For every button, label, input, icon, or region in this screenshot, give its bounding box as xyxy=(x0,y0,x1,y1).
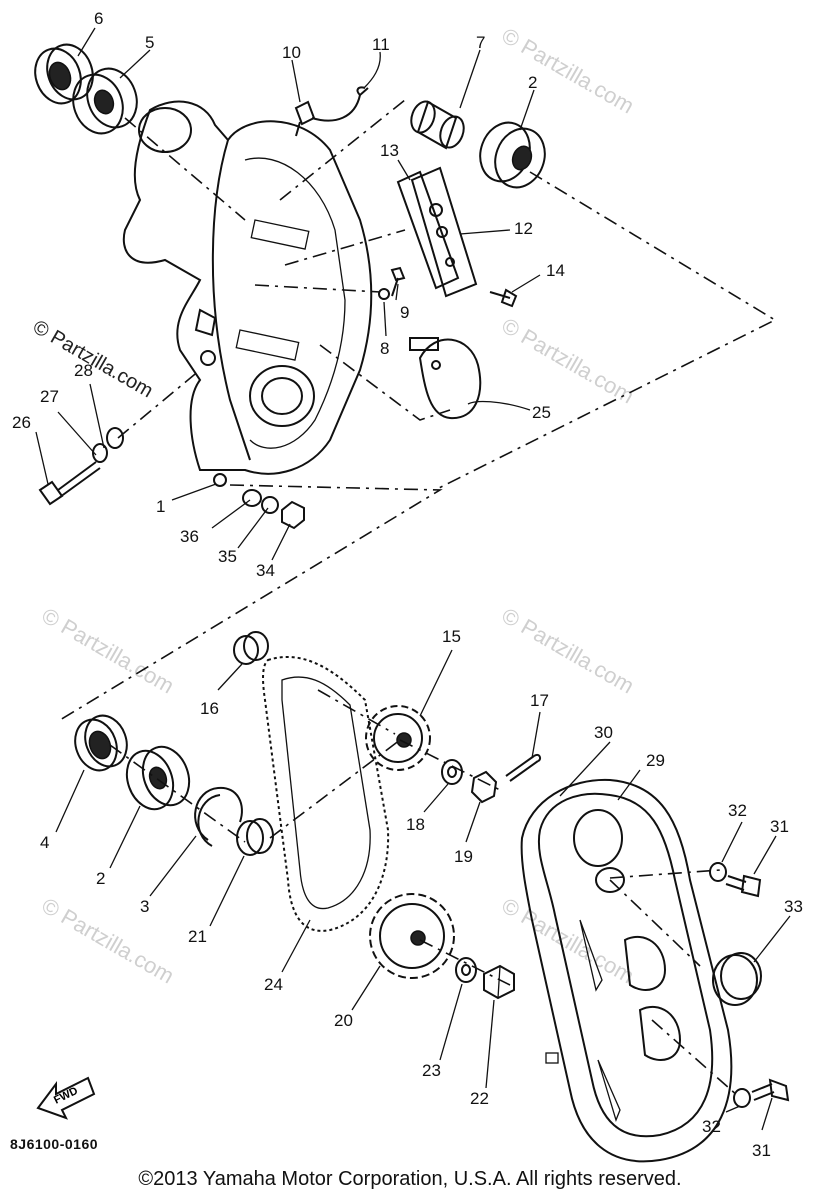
part-number: 15 xyxy=(442,627,461,646)
part-number: 20 xyxy=(334,1011,353,1030)
part-number: 29 xyxy=(646,751,665,770)
part-number: 16 xyxy=(200,699,219,718)
part-number: 17 xyxy=(530,691,549,710)
spacer-16-drawing xyxy=(233,631,269,665)
drive-chain-drawing xyxy=(262,655,390,932)
part-number: 30 xyxy=(594,723,613,742)
part-number: 11 xyxy=(372,35,390,54)
part-number: 7 xyxy=(476,33,485,52)
part-number-labels: 6 5 10 11 7 2 13 12 14 9 8 25 28 27 26 1… xyxy=(12,9,803,1160)
nut-and-washers-drawing xyxy=(242,489,305,530)
bolt-31-upper-drawing xyxy=(709,862,762,898)
part-number: 35 xyxy=(218,547,237,566)
part-number: 23 xyxy=(422,1061,441,1080)
washer-18-drawing xyxy=(441,759,463,785)
part-number: 28 xyxy=(74,361,93,380)
part-number: 3 xyxy=(140,897,149,916)
driven-sprocket-drawing xyxy=(369,893,455,979)
cap-33-drawing xyxy=(712,952,762,1006)
diagram-code: 8J6100-0160 xyxy=(10,1136,99,1152)
guide-25-drawing xyxy=(409,337,482,420)
screw-14-drawing xyxy=(489,288,518,308)
bearing-5-drawing xyxy=(72,67,138,135)
bearing-6-drawing xyxy=(34,43,94,105)
part-number: 34 xyxy=(256,561,275,580)
part-number: 24 xyxy=(264,975,283,994)
nut-22-drawing xyxy=(483,964,515,1000)
part-number: 13 xyxy=(380,141,399,160)
part-number: 19 xyxy=(454,847,473,866)
watermark-text: © Partzilla.com xyxy=(498,313,639,409)
assembly-lines-lower xyxy=(109,689,739,1097)
part-number: 14 xyxy=(546,261,565,280)
part-number: 31 xyxy=(752,1141,771,1160)
assembly-lines-upper xyxy=(59,99,777,721)
part-number: 2 xyxy=(96,869,105,888)
part-number: 10 xyxy=(282,43,301,62)
bolt-9-drawing xyxy=(378,266,406,300)
sensor-and-wire-drawing xyxy=(294,86,369,137)
drive-sprocket-drawing xyxy=(365,705,431,771)
bearing-4-drawing xyxy=(74,714,128,772)
cotter-pin-17-drawing xyxy=(505,753,542,782)
part-number: 5 xyxy=(145,33,154,52)
part-number: 32 xyxy=(728,801,747,820)
part-number: 2 xyxy=(528,73,537,92)
nut-19-drawing xyxy=(470,770,498,804)
part-number: 9 xyxy=(400,303,409,322)
part-number: 21 xyxy=(188,927,207,946)
part-number: 36 xyxy=(180,527,199,546)
chain-case-housing-drawing xyxy=(122,100,373,487)
part-number: 8 xyxy=(380,339,389,358)
spacer-7-drawing xyxy=(410,100,465,150)
part-number: 27 xyxy=(40,387,59,406)
forward-arrow-icon: FWD xyxy=(36,1076,96,1120)
watermark-text: © Partzilla.com xyxy=(38,603,179,699)
circlip-3-drawing xyxy=(194,786,243,847)
part-number: 12 xyxy=(514,219,533,238)
spacer-21-drawing xyxy=(236,818,274,856)
part-number: 4 xyxy=(40,833,49,852)
plate-and-gasket-drawing xyxy=(396,166,478,298)
part-number: 1 xyxy=(156,497,165,516)
bolt-26-drawing xyxy=(38,427,124,506)
copyright-notice: ©2013 Yamaha Motor Corporation, U.S.A. A… xyxy=(138,1168,682,1190)
bearing-2-lower-drawing xyxy=(125,745,191,811)
washer-23-drawing xyxy=(455,957,477,983)
part-number: 33 xyxy=(784,897,803,916)
leader-lines xyxy=(35,27,791,1131)
chain-case-cover-drawing xyxy=(520,778,733,1163)
watermark-text: © Partzilla.com xyxy=(498,603,639,699)
part-number: 26 xyxy=(12,413,31,432)
bearing-2-upper-drawing xyxy=(479,121,546,189)
bolt-31-lower-drawing xyxy=(733,1078,790,1108)
watermark-text: © Partzilla.com xyxy=(498,23,639,119)
part-number: 22 xyxy=(470,1089,489,1108)
part-number: 18 xyxy=(406,815,425,834)
part-number: 6 xyxy=(94,9,103,28)
watermark-text: © Partzilla.com xyxy=(38,893,179,989)
part-number: 31 xyxy=(770,817,789,836)
part-number: 25 xyxy=(532,403,551,422)
part-number: 32 xyxy=(702,1117,721,1136)
